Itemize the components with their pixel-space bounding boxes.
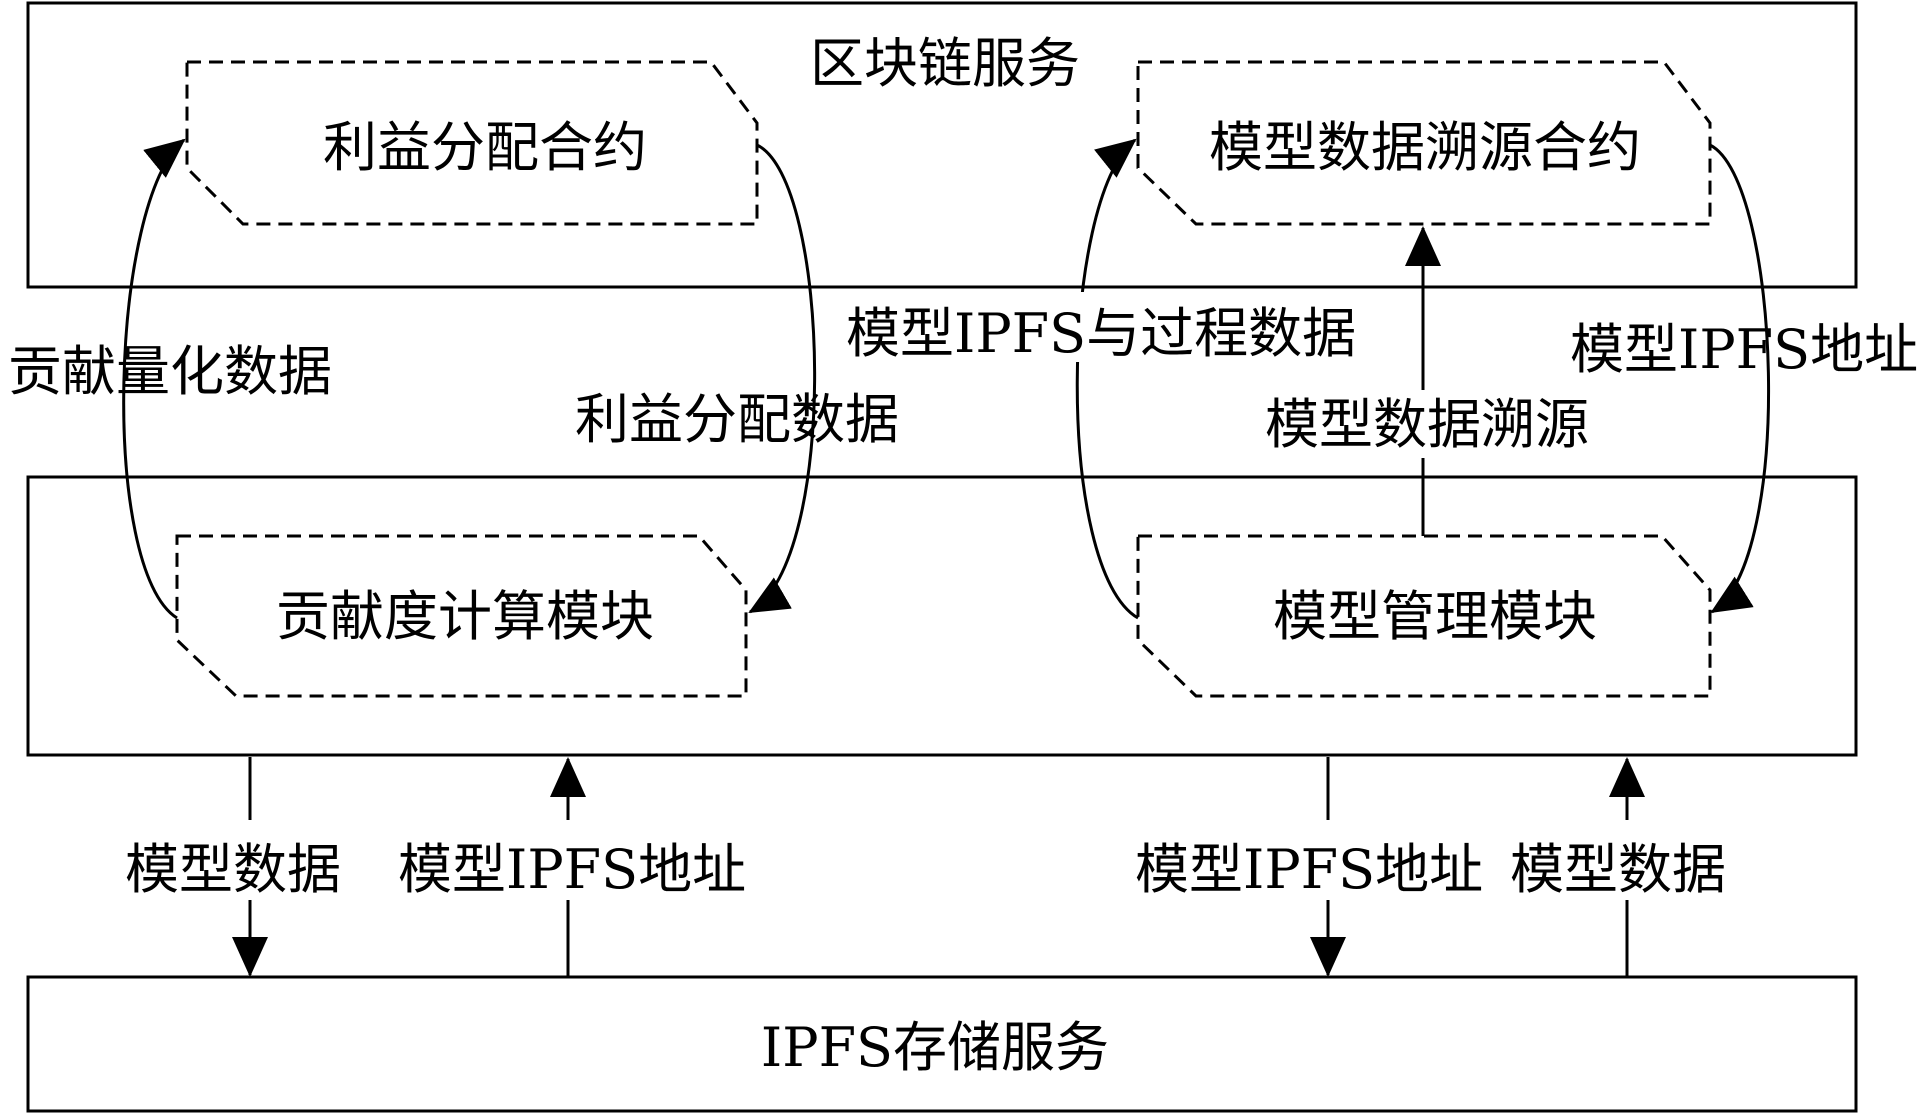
model-ipfs-process-label: 模型IPFS与过程数据 [846,302,1356,365]
model-ipfs-address-top-arrow [1709,143,1771,614]
model-module-label: 模型管理模块 [1273,585,1597,648]
model-data-right-label: 模型数据 [1510,838,1726,901]
model-ipfs-address-right-label: 模型IPFS地址 [1135,838,1483,901]
label-backdrop [395,820,765,900]
model-trace-label: 模型数据溯源 [1265,393,1589,456]
model-ipfs-address-top-label: 模型IPFS地址 [1570,318,1918,381]
label-backdrop [1505,820,1755,900]
blockchain-service-box [26,1,1858,289]
contribution-data-label: 贡献量化数据 [8,340,332,403]
contribution-module-label: 贡献度计算模块 [276,585,654,648]
model-data-left-label: 模型数据 [125,838,341,901]
label-backdrop [1265,390,1625,458]
model-ipfs-process-arrow [1075,138,1139,620]
label-backdrop [846,292,1386,362]
profit-data-arrow [748,143,817,614]
profit-contract-label: 利益分配合约 [323,116,647,179]
trace-contract-label: 模型数据溯源合约 [1209,116,1641,179]
blockchain-service-title: 区块链服务 [810,32,1080,95]
ipfs-storage-box [26,975,1858,1113]
profit-data-label: 利益分配数据 [575,388,899,451]
model-ipfs-address-left-label: 模型IPFS地址 [398,838,746,901]
label-backdrop [120,820,370,900]
trace-contract-box [1136,60,1712,226]
middle-layer-box [26,475,1858,757]
label-backdrop [1130,820,1510,900]
contribution-data-arrow [122,138,186,620]
ipfs-storage-title: IPFS存储服务 [761,1016,1109,1079]
